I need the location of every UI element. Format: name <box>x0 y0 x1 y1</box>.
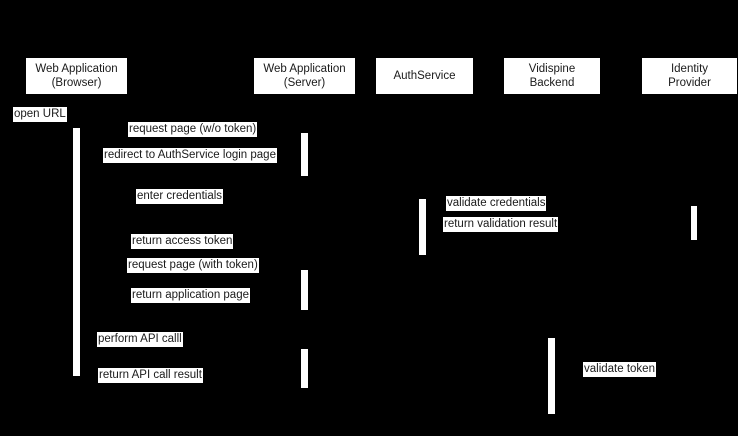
activation-bar-identity-validate <box>690 205 698 241</box>
message-arrow-return-access-token <box>81 249 418 250</box>
message-label-validate-credentials[interactable]: validate credentials <box>446 196 547 211</box>
lifeline-label-line2: Provider <box>668 77 711 89</box>
message-arrow-request-page-with-token <box>81 273 300 274</box>
message-arrow-return-application-page <box>81 303 300 304</box>
lifeline-label-line1: Web Application <box>35 63 118 75</box>
message-label-validate-token[interactable]: validate token <box>583 362 656 377</box>
message-arrow-validate-token <box>556 377 693 378</box>
lifeline-stem-authservice <box>422 95 423 436</box>
message-label-return-validation-result[interactable]: return validation result <box>443 217 559 232</box>
lifeline-label-line1: AuthService <box>393 70 456 82</box>
message-arrow-return-validation-result <box>427 232 690 233</box>
message-label-perform-api-call[interactable]: perform API calll <box>97 332 183 347</box>
lifeline-label-line2: (Browser) <box>51 77 102 89</box>
message-arrow-validate-credentials <box>427 211 690 212</box>
message-arrow-redirect-to-authservice <box>81 163 300 164</box>
message-label-request-page-with-token[interactable]: request page (with token) <box>127 258 259 273</box>
lifeline-label-line2: Backend <box>529 77 575 89</box>
activation-bar-vidispine-api <box>547 337 556 415</box>
message-arrow-enter-credentials <box>81 204 418 205</box>
lifeline-label-line1: Web Application <box>263 63 346 75</box>
lifeline-stem-vidispine <box>551 95 552 436</box>
lifeline-header-browser[interactable]: Web Application (Browser) <box>25 57 128 95</box>
message-arrow-return-api-call-result <box>81 383 300 384</box>
message-label-request-page-no-token[interactable]: request page (w/o token) <box>128 122 258 137</box>
message-label-enter-credentials[interactable]: enter credentials <box>136 189 224 204</box>
lifeline-label-line2: (Server) <box>283 77 326 89</box>
message-label-return-application-page[interactable]: return application page <box>131 288 250 303</box>
message-label-redirect-to-authservice[interactable]: redirect to AuthService login page <box>103 148 277 163</box>
lifeline-label-line1: Vidispine <box>528 63 576 75</box>
activation-bar-server-login <box>300 132 309 177</box>
lifeline-stem-server <box>304 95 305 436</box>
lifeline-label-line1: Identity <box>670 63 709 75</box>
message-arrow-perform-api-call <box>81 347 300 348</box>
message-arrow-open-url <box>13 126 76 127</box>
activation-bar-authservice-login <box>418 198 427 256</box>
activation-bar-browser-main <box>72 127 81 377</box>
message-label-return-access-token[interactable]: return access token <box>131 234 234 249</box>
activation-bar-server-api <box>300 348 309 389</box>
message-arrow-request-page-no-token <box>81 137 300 138</box>
lifeline-header-authservice[interactable]: AuthService <box>375 57 474 95</box>
activation-bar-server-page <box>300 269 309 311</box>
message-label-return-api-call-result[interactable]: return API call result <box>98 368 203 383</box>
message-label-open-url[interactable]: open URL <box>13 107 67 122</box>
lifeline-stem-identity <box>693 95 694 436</box>
lifeline-header-server[interactable]: Web Application (Server) <box>253 57 356 95</box>
